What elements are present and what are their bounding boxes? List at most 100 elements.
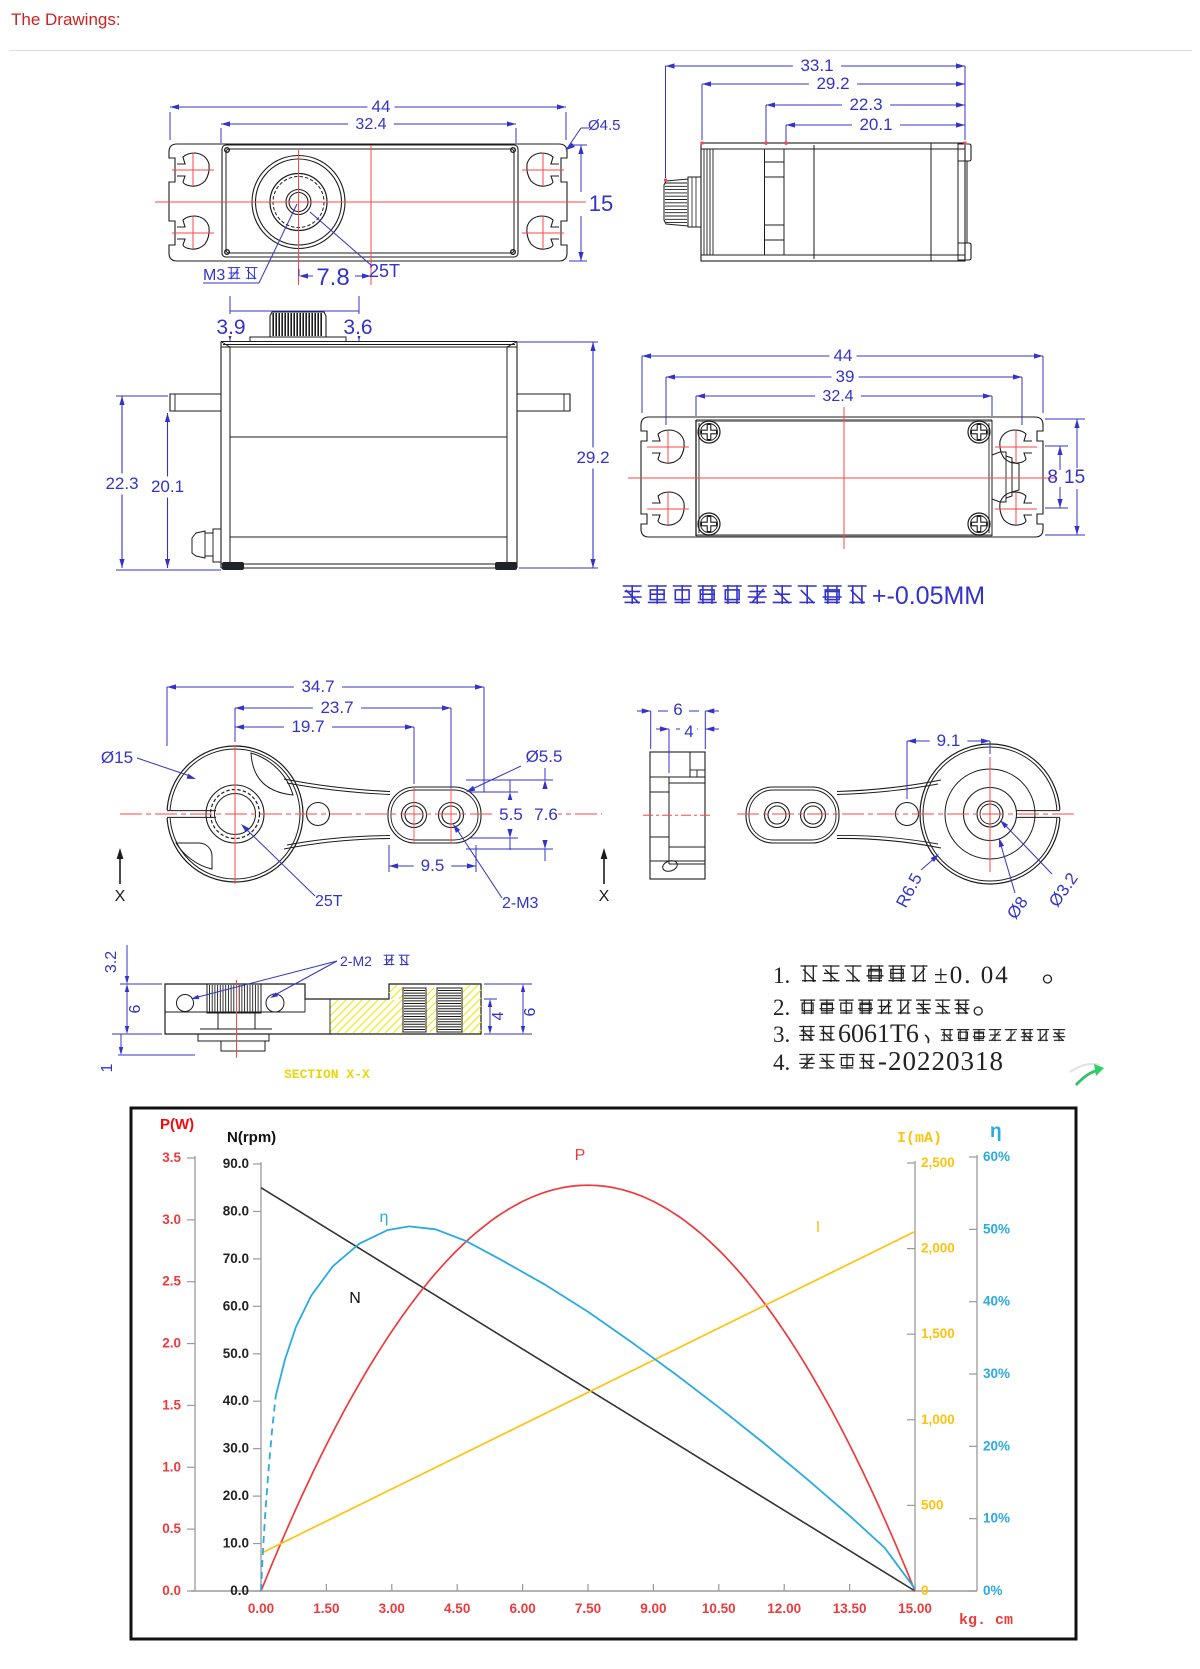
svg-text:Ø8: Ø8 (1003, 893, 1032, 922)
svg-text:±0. 04: ±0. 04 (934, 962, 1010, 989)
svg-text:0: 0 (921, 1583, 929, 1598)
svg-text:I(mA): I(mA) (897, 1130, 942, 1147)
svg-text:29.2: 29.2 (816, 74, 849, 93)
svg-text:2,000: 2,000 (921, 1241, 955, 1256)
svg-text:3.00: 3.00 (379, 1601, 405, 1616)
svg-text:0.0: 0.0 (230, 1583, 249, 1598)
svg-text:1.0: 1.0 (162, 1459, 181, 1474)
svg-text:Ø15: Ø15 (101, 748, 133, 767)
svg-text:4: 4 (490, 1011, 507, 1020)
svg-text:7.50: 7.50 (575, 1601, 601, 1616)
svg-text:N: N (349, 1290, 361, 1307)
svg-text:4.: 4. (773, 1050, 790, 1075)
svg-text:4.50: 4.50 (444, 1601, 470, 1616)
svg-text:32.4: 32.4 (822, 388, 853, 405)
svg-text:90.0: 90.0 (223, 1156, 249, 1171)
svg-text:22.3: 22.3 (849, 95, 882, 114)
svg-text:70.0: 70.0 (223, 1251, 249, 1266)
svg-text:3.: 3. (773, 1022, 790, 1047)
svg-text:34.7: 34.7 (301, 677, 334, 696)
svg-text:60%: 60% (983, 1149, 1010, 1164)
svg-text:6: 6 (127, 1004, 144, 1013)
svg-text:40%: 40% (983, 1294, 1010, 1309)
svg-text:3.5: 3.5 (162, 1150, 181, 1165)
svg-text:500: 500 (921, 1497, 944, 1512)
svg-text:23.7: 23.7 (320, 698, 353, 717)
svg-text:P: P (575, 1147, 586, 1164)
svg-text:1.50: 1.50 (313, 1601, 339, 1616)
svg-text:η: η (990, 1121, 1002, 1142)
svg-text:10.50: 10.50 (702, 1601, 736, 1616)
svg-text:30%: 30% (983, 1366, 1010, 1381)
svg-text:12.00: 12.00 (767, 1601, 801, 1616)
svg-text:3.9: 3.9 (216, 316, 245, 339)
svg-text:0.5: 0.5 (162, 1521, 181, 1536)
svg-text:9.00: 9.00 (640, 1601, 666, 1616)
svg-text:20%: 20% (983, 1438, 1010, 1453)
svg-text:60.0: 60.0 (223, 1298, 249, 1313)
svg-text:30.0: 30.0 (223, 1441, 249, 1456)
svg-text:15: 15 (1064, 467, 1085, 488)
svg-text:Ø3.2: Ø3.2 (1045, 869, 1082, 910)
svg-text:-20220318: -20220318 (878, 1046, 1004, 1076)
svg-text:2-M2: 2-M2 (340, 953, 372, 969)
svg-text:7.6: 7.6 (534, 805, 558, 824)
svg-text:44: 44 (834, 346, 853, 365)
svg-text:15: 15 (589, 191, 613, 216)
svg-text:5.5: 5.5 (499, 805, 523, 824)
svg-text:X: X (115, 888, 126, 905)
svg-text:20.0: 20.0 (223, 1488, 249, 1503)
svg-text:kg. cm: kg. cm (959, 1612, 1013, 1629)
svg-text:M3: M3 (203, 267, 225, 284)
svg-text:25T: 25T (369, 261, 400, 281)
svg-text:1: 1 (99, 1063, 116, 1072)
svg-text:20.1: 20.1 (859, 115, 892, 134)
svg-text:13.50: 13.50 (833, 1601, 867, 1616)
svg-text:6.00: 6.00 (509, 1601, 535, 1616)
svg-text:40.0: 40.0 (223, 1393, 249, 1408)
svg-text:6: 6 (673, 700, 682, 719)
svg-text:20.1: 20.1 (151, 477, 184, 496)
svg-text:2.5: 2.5 (162, 1274, 181, 1289)
svg-text:N(rpm): N(rpm) (227, 1129, 276, 1146)
svg-text:50%: 50% (983, 1221, 1010, 1236)
svg-text:32.4: 32.4 (355, 116, 386, 133)
svg-text:Ø5.5: Ø5.5 (526, 747, 563, 766)
svg-text:15.00: 15.00 (898, 1601, 932, 1616)
svg-text:6061T6: 6061T6 (838, 1019, 919, 1048)
svg-text:0%: 0% (983, 1583, 1003, 1598)
svg-text:6: 6 (522, 1007, 539, 1016)
svg-text:X: X (599, 888, 610, 905)
svg-text:1,000: 1,000 (921, 1412, 955, 1427)
svg-text:1,500: 1,500 (921, 1326, 955, 1341)
svg-text:9.1: 9.1 (937, 731, 961, 750)
svg-text:39: 39 (836, 367, 855, 386)
svg-text:9.5: 9.5 (421, 856, 445, 875)
svg-text:Ø4.5: Ø4.5 (588, 117, 621, 134)
svg-text:3.2: 3.2 (103, 951, 120, 973)
svg-text:7.8: 7.8 (316, 264, 349, 291)
svg-text:2.: 2. (773, 995, 790, 1020)
svg-text:22.3: 22.3 (105, 474, 138, 493)
svg-text:33.1: 33.1 (800, 56, 833, 75)
svg-text:4: 4 (684, 722, 693, 741)
svg-text:η: η (380, 1209, 389, 1226)
svg-text:10.0: 10.0 (223, 1536, 249, 1551)
svg-text:0.00: 0.00 (248, 1601, 274, 1616)
svg-text:25T: 25T (315, 893, 343, 910)
svg-text:2,500: 2,500 (921, 1155, 955, 1170)
svg-text:2-M3: 2-M3 (502, 895, 539, 912)
svg-text:1.5: 1.5 (162, 1397, 181, 1412)
svg-text:50.0: 50.0 (223, 1346, 249, 1361)
svg-text:10%: 10% (983, 1511, 1010, 1526)
svg-text:19.7: 19.7 (291, 717, 324, 736)
svg-text:3.6: 3.6 (343, 316, 372, 339)
svg-text:1.: 1. (773, 963, 790, 988)
svg-text:2.0: 2.0 (162, 1336, 181, 1351)
svg-text:80.0: 80.0 (223, 1203, 249, 1218)
svg-text:8: 8 (1047, 467, 1058, 488)
svg-text:29.2: 29.2 (576, 448, 609, 467)
svg-text:R6.5: R6.5 (892, 870, 926, 911)
svg-text:44: 44 (372, 97, 391, 116)
svg-text:I: I (816, 1219, 820, 1236)
